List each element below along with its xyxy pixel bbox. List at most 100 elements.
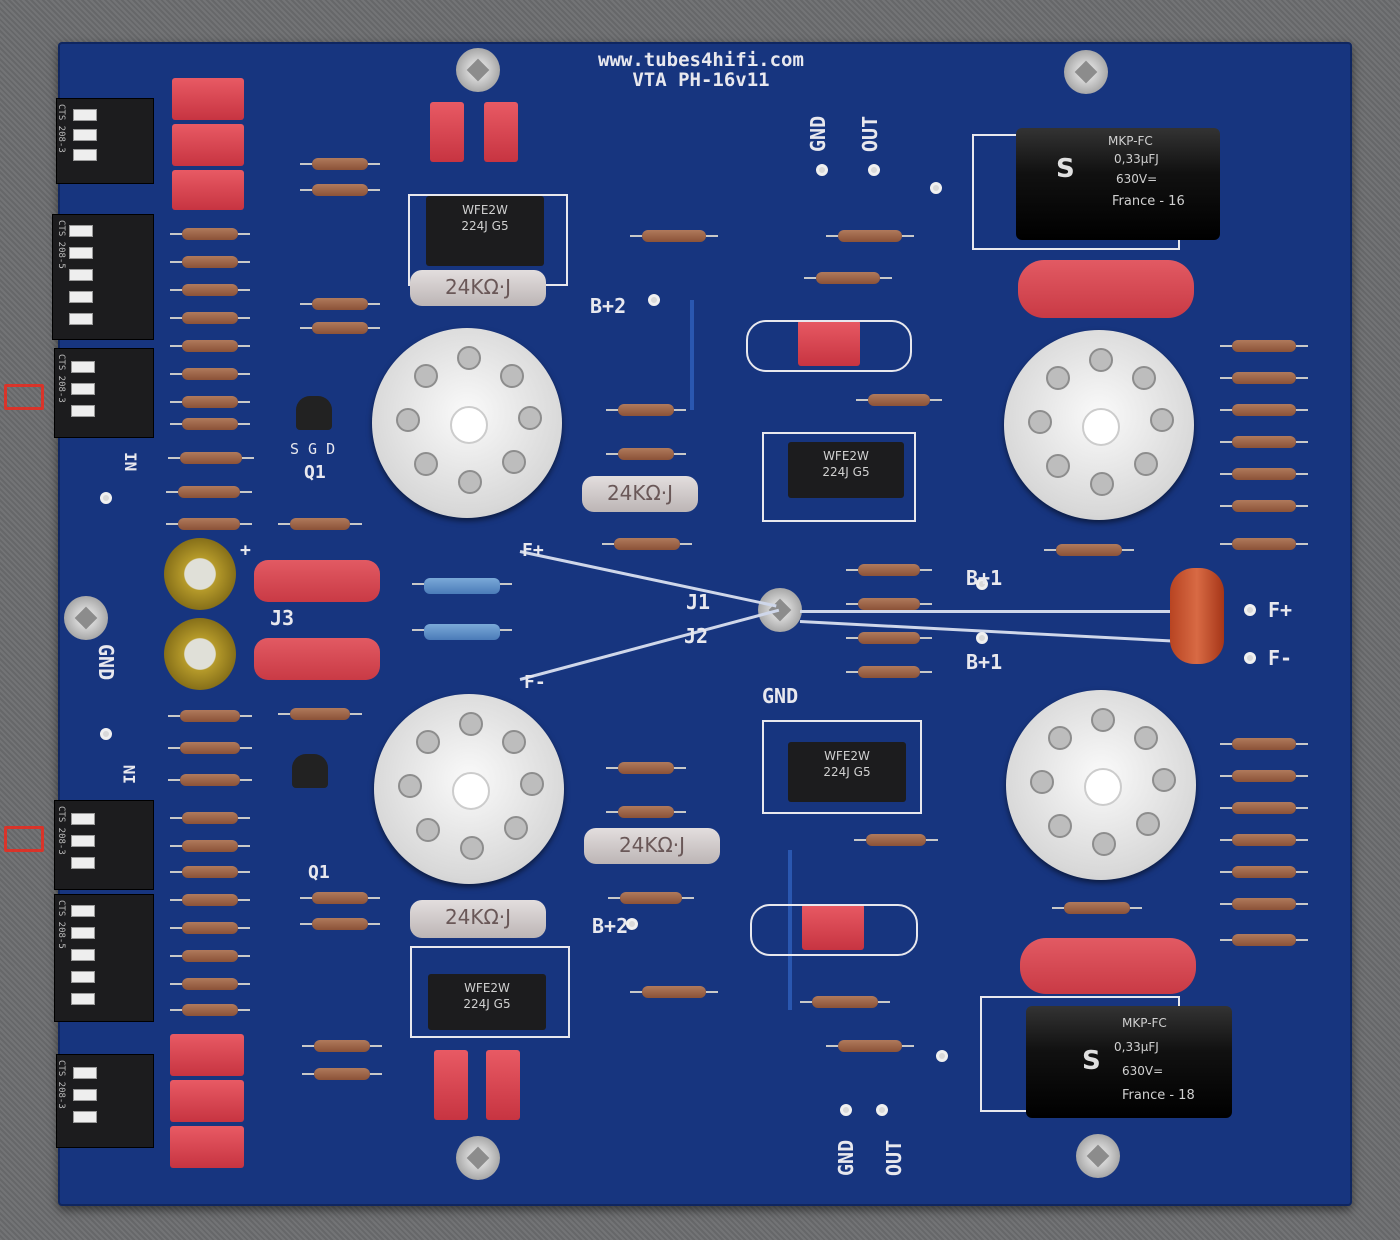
label-gnd-left: GND — [94, 644, 118, 681]
resistor — [170, 228, 250, 240]
resistor — [166, 518, 252, 530]
mkp-origin: France - 16 — [1112, 194, 1185, 209]
label-gnd-bottom: GND — [834, 1139, 858, 1176]
mkp-voltage: 630V= — [1116, 172, 1158, 186]
wfe-model: WFE2W — [462, 203, 508, 217]
mounting-screw-center — [758, 588, 802, 632]
resistor — [630, 986, 718, 998]
solder-pad — [930, 182, 942, 194]
resistor — [630, 230, 718, 242]
label-q1-top: Q1 — [304, 462, 326, 483]
solder-pad — [876, 1104, 888, 1116]
dip-switch-2[interactable] — [52, 214, 154, 340]
tube-socket-top-right — [1004, 330, 1194, 520]
orange-dipped-capacitor — [1170, 568, 1224, 664]
resistor — [170, 312, 250, 324]
red-capacitor — [172, 170, 244, 210]
label-gnd-top: GND — [806, 115, 830, 152]
solder-pad — [976, 578, 988, 590]
red-capacitor — [170, 1080, 244, 1122]
resistor — [168, 710, 252, 722]
resistor — [170, 418, 250, 430]
resistor — [1220, 538, 1308, 550]
red-polyester-capacitor — [254, 560, 380, 602]
resistor — [846, 564, 932, 576]
mkp-brand: MKP-FC — [1108, 134, 1153, 148]
resistor — [804, 272, 892, 284]
label-plus: + — [240, 540, 251, 561]
mkp-origin: France - 18 — [1122, 1088, 1195, 1103]
solder-pad — [100, 728, 112, 740]
wfe-outline — [762, 720, 922, 814]
resistor — [854, 834, 938, 846]
blue-resistor — [412, 624, 512, 640]
dip-switch-1[interactable] — [56, 98, 154, 184]
resistor — [300, 184, 380, 196]
dip-switch-6[interactable] — [56, 1054, 154, 1148]
wfe-code: 224J G5 — [822, 465, 870, 479]
wfe-model: WFE2W — [464, 981, 510, 995]
resistor — [170, 840, 250, 852]
resistor — [300, 298, 380, 310]
label-sgd: S G D — [290, 440, 336, 458]
resistor — [1220, 866, 1308, 878]
resistor — [1220, 898, 1308, 910]
mkp-voltage: 630V= — [1122, 1064, 1164, 1078]
filament-wire-right-top — [800, 610, 1180, 613]
wfe-power-resistor: WFE2W 224J G5 — [788, 742, 906, 802]
resistor — [606, 448, 686, 460]
mkp-value: 0,33μFJ — [1114, 1040, 1159, 1054]
tube-socket-bottom-left — [374, 694, 564, 884]
mkp-capacitor-bottom: MKP-FC 0,33μFJ 630V= France - 18 S — [1026, 1006, 1232, 1118]
wfe-model: WFE2W — [823, 449, 869, 463]
mkp-brand: MKP-FC — [1122, 1016, 1167, 1030]
pcb-trace-1 — [690, 300, 694, 410]
dip-switch-3[interactable] — [54, 348, 154, 438]
label-in-top: IN — [121, 452, 140, 472]
resistor — [846, 632, 932, 644]
wfe-code: 224J G5 — [463, 997, 511, 1011]
mkp-value: 0,33μFJ — [1114, 152, 1159, 166]
resistor — [170, 978, 250, 990]
mounting-screw-top-left — [456, 48, 500, 92]
model-label: VTA PH-16v11 — [632, 69, 770, 91]
label-j1: J1 — [686, 590, 711, 614]
solder-pad — [626, 918, 638, 930]
dip-label: CTS 208-3 — [56, 104, 66, 153]
electrolytic-capacitor-top — [164, 538, 236, 610]
dip-label: CTS 208-5 — [56, 900, 66, 949]
blue-resistor — [412, 578, 512, 594]
resistor — [1044, 544, 1134, 556]
resistor — [1220, 340, 1308, 352]
resistor — [302, 1068, 382, 1080]
ceramic-resistor: 24KΩ·J — [410, 900, 546, 938]
resistor — [278, 708, 362, 720]
label-b-plus-2-bottom: B+2 — [592, 914, 629, 938]
solder-pad — [1244, 652, 1256, 664]
mounting-screw-top-right — [1064, 50, 1108, 94]
dip-switch-4[interactable] — [54, 800, 154, 890]
ceramic-resistor: 24KΩ·J — [582, 476, 698, 512]
resistor — [170, 922, 250, 934]
mounting-screw-bottom — [456, 1136, 500, 1180]
dip-switch-5[interactable] — [54, 894, 154, 1022]
label-b-plus-1-bottom: B+1 — [966, 650, 1003, 674]
red-film-capacitor — [798, 320, 860, 366]
resistor — [170, 368, 250, 380]
label-q1-bottom: Q1 — [308, 862, 330, 883]
resistor — [1220, 468, 1308, 480]
label-b-plus-1-top: B+1 — [966, 566, 1003, 590]
label-out-top: OUT — [858, 115, 882, 152]
resistor — [170, 284, 250, 296]
solder-pad — [840, 1104, 852, 1116]
red-polyester-capacitor — [1020, 938, 1196, 994]
mounting-screw-left — [64, 596, 108, 640]
board-header: www.tubes4hifi.com VTA PH-16v11 — [598, 50, 804, 90]
tube-socket-top-left — [372, 328, 562, 518]
resistor — [1220, 738, 1308, 750]
resistor — [300, 918, 380, 930]
label-out-bottom: OUT — [882, 1139, 906, 1176]
wfe-outline — [762, 432, 916, 522]
wfe-code: 224J G5 — [823, 765, 871, 779]
solder-pad — [976, 632, 988, 644]
